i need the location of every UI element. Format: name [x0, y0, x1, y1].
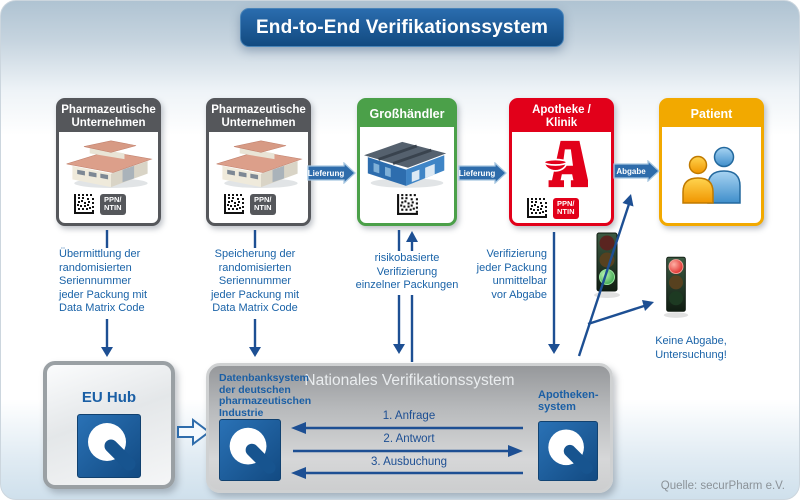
step-anfrage-label: 1. Anfrage	[382, 410, 436, 422]
database-system-label: Datenbanksystem der deutschen pharmazeut…	[219, 372, 312, 419]
box-wholesaler-header: Großhändler	[360, 101, 454, 127]
page-title: End-to-End Verifikationssystem	[240, 8, 564, 47]
lieferung-label-1: Lieferung	[308, 169, 345, 178]
database-magnifier-icon	[77, 414, 141, 478]
pharmacy-system-label: Apotheken- system	[538, 389, 599, 413]
abgabe-label: Abgabe	[616, 167, 646, 176]
box-pharma-company-1: Pharmazeutische Unternehmen PPN/ NTIN	[56, 98, 161, 226]
lieferung-label-2: Lieferung	[459, 169, 496, 178]
box-patient-header: Patient	[662, 101, 761, 127]
box-eu-hub: EU Hub	[43, 361, 175, 489]
warehouse-icon	[364, 133, 450, 189]
traffic-light-green-icon	[594, 232, 620, 298]
code-row: PPN/ NTIN	[73, 193, 126, 215]
note-verifizierung: Verifizierung jeder Packung unmittelbar …	[476, 248, 547, 301]
lieferung-arrow-1: Lieferung	[307, 162, 356, 184]
note-uebermittlung: Übermittlung der randomisierten Seriennu…	[59, 248, 148, 314]
ppn-ntin-badge: PPN/ NTIN	[553, 197, 579, 219]
box-patient: Patient	[659, 98, 764, 226]
box-national-verification-system: Nationales Verifikationssystem Datenbank…	[206, 363, 613, 493]
datamatrix-code-icon	[526, 197, 548, 219]
datamatrix-code-icon	[396, 193, 419, 216]
code-row: PPN/ NTIN	[223, 193, 276, 215]
step-ausbuchung-label: 3. Ausbuchung	[370, 456, 448, 468]
abgabe-arrow: Abgabe	[613, 160, 660, 182]
box-pharma-1-header: Pharmazeutische Unternehmen	[59, 101, 158, 132]
box-wholesaler: Großhändler	[357, 98, 457, 226]
note-risikobasiert: risikobasierte Verifizierung einzelner P…	[355, 252, 459, 291]
apotheke-a-icon	[543, 140, 588, 188]
note-speicherung: Speicherung der randomisierten Seriennum…	[210, 248, 300, 314]
ppn-ntin-badge: PPN/ NTIN	[250, 193, 276, 215]
datamatrix-code-icon	[223, 193, 245, 215]
datamatrix-code-icon	[73, 193, 95, 215]
note-keine-abgabe: Keine Abgabe, Untersuchung!	[655, 335, 727, 361]
box-pharmacy-clinic: Apotheke / Klinik PPN/ NTIN	[509, 98, 614, 226]
hollow-arrow-icon	[177, 418, 211, 446]
code-row: PPN/ NTIN	[526, 197, 579, 219]
step-antwort-label: 2. Antwort	[383, 433, 435, 445]
patients-icon	[682, 146, 741, 204]
box-pharma-company-2: Pharmazeutische Unternehmen PPN/ NTIN	[206, 98, 311, 226]
box-pharma-2-header: Pharmazeutische Unternehmen	[209, 101, 308, 132]
ppn-ntin-badge: PPN/ NTIN	[100, 193, 126, 215]
factory-icon	[216, 135, 304, 189]
factory-icon	[66, 135, 154, 189]
box-pharmacy-header: Apotheke / Klinik	[512, 101, 611, 132]
traffic-light-red-icon	[663, 256, 689, 318]
national-system-title: Nationales Verifikationssystem	[304, 372, 515, 389]
step-arrows	[291, 422, 523, 479]
eu-hub-label: EU Hub	[81, 389, 137, 406]
source-credit: Quelle: securPharm e.V.	[660, 480, 785, 492]
lieferung-arrow-2: Lieferung	[458, 162, 507, 184]
